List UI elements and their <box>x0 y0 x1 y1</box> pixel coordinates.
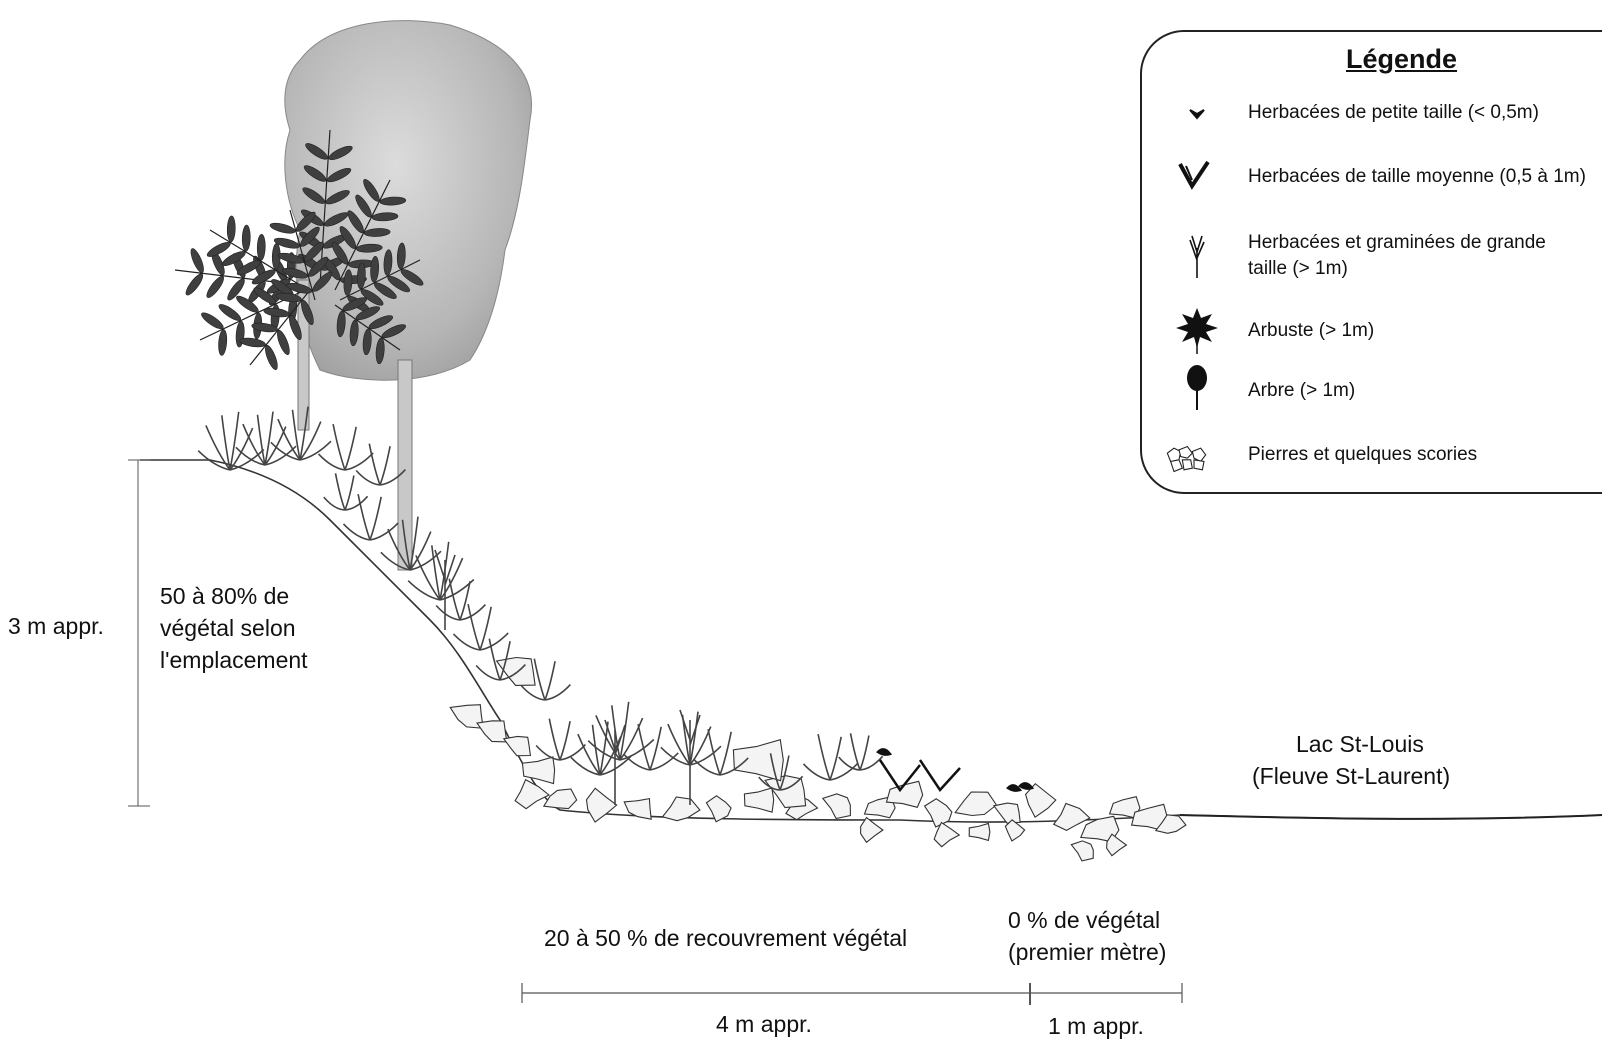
legend-item-tall-line2: taille (> 1m) <box>1248 256 1348 281</box>
legend-item-small-herb: Herbacées de petite taille (< 0,5m) <box>1248 100 1539 125</box>
upper-cover-line1: 50 à 80% de <box>160 582 289 610</box>
height-dimension <box>128 460 150 806</box>
water-name: Lac St-Louis <box>1296 730 1424 758</box>
small-herbs-dark <box>878 749 1032 790</box>
water-surface <box>1180 815 1602 819</box>
stones-icon <box>1164 434 1214 484</box>
lower-cover-label: 20 à 50 % de recouvrement végétal <box>544 924 907 952</box>
legend-title: Légende <box>1346 44 1457 75</box>
tree-icon <box>1172 362 1222 412</box>
upper-cover-line3: l'emplacement <box>160 646 308 674</box>
shrub-icon <box>1172 304 1222 354</box>
distance-dimension <box>522 983 1182 1005</box>
upper-cover-line2: végétal selon <box>160 614 296 642</box>
medium-herb-icon <box>1172 150 1222 200</box>
legend-item-tall-line1: Herbacées et graminées de grande <box>1248 230 1546 255</box>
legend-item-shrub: Arbuste (> 1m) <box>1248 318 1374 343</box>
distance-1m-label: 1 m appr. <box>1048 1012 1144 1040</box>
height-label: 3 m appr. <box>8 612 104 640</box>
small-herb-icon <box>1172 90 1222 140</box>
zero-cover-line2: (premier mètre) <box>1008 938 1166 966</box>
zero-cover-line1: 0 % de végétal <box>1008 906 1160 934</box>
river-name: (Fleuve St-Laurent) <box>1252 762 1450 790</box>
distance-4m-label: 4 m appr. <box>716 1010 812 1038</box>
legend-item-stones: Pierres et quelques scories <box>1248 442 1477 467</box>
legend-item-tree: Arbre (> 1m) <box>1248 378 1355 403</box>
tall-herb-grass-icon <box>1172 230 1222 280</box>
legend-item-medium-herb: Herbacées de taille moyenne (0,5 à 1m) <box>1248 164 1586 189</box>
